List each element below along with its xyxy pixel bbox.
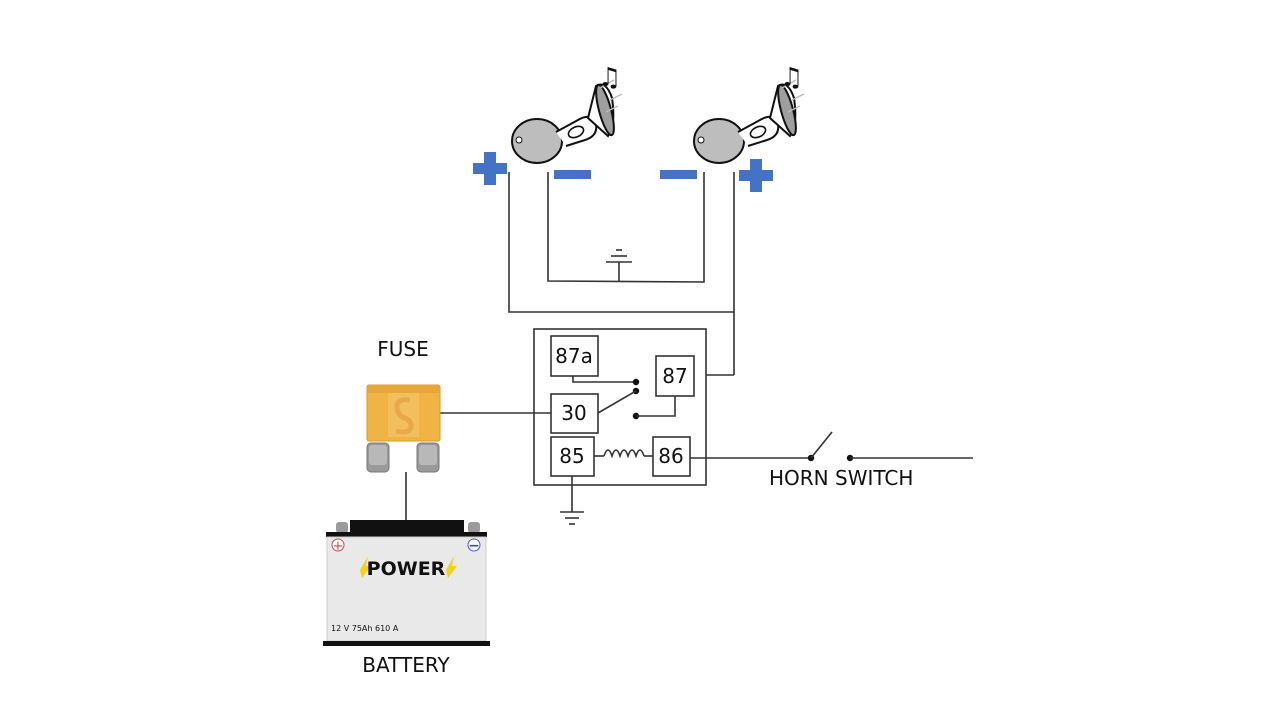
plus-icon-right-horn xyxy=(739,159,773,192)
horn-switch-lever xyxy=(810,431,833,459)
battery-positive-icon xyxy=(331,538,345,552)
music-note-icon-left: ♫ xyxy=(598,63,621,93)
battery-label: BATTERY xyxy=(362,653,450,677)
relay-terminal-87-label: 87 xyxy=(662,364,687,388)
ground-icon-horns xyxy=(606,249,632,263)
relay-terminal-86-label: 86 xyxy=(658,444,683,468)
horn-icon-left xyxy=(511,79,623,164)
switch-arm xyxy=(597,390,637,414)
music-note-icon-right: ♫ xyxy=(780,63,803,93)
battery-icon xyxy=(323,520,490,646)
relay-terminal-87a xyxy=(550,335,599,377)
wire-87a-contact xyxy=(572,376,636,383)
horn-switch-label: HORN SWITCH xyxy=(769,466,913,490)
relay-terminal-87a-label: 87a xyxy=(555,344,593,368)
relay-terminal-85 xyxy=(550,436,595,477)
plus-icon-left-horn xyxy=(473,152,507,185)
ground-icon-relay xyxy=(560,511,584,525)
relay-terminal-85-label: 85 xyxy=(559,444,584,468)
battery-brand: POWER xyxy=(367,558,446,580)
wire-horn-negative xyxy=(547,172,705,283)
fuse-icon xyxy=(366,384,441,473)
relay-terminal-30-label: 30 xyxy=(561,401,586,425)
fuse-label: FUSE xyxy=(377,337,428,361)
battery-negative-icon xyxy=(467,538,481,552)
relay-coil-icon xyxy=(603,449,645,459)
battery-negative-symbol: − xyxy=(468,538,480,554)
horn-icon-right xyxy=(693,79,805,164)
relay-terminal-30 xyxy=(550,393,599,434)
minus-icon-left-horn xyxy=(554,170,591,179)
wire-87-contact xyxy=(636,396,676,417)
battery-positive-symbol: + xyxy=(333,539,344,554)
wire-horn-positive xyxy=(508,172,735,313)
contact-87a-dot xyxy=(632,378,640,386)
battery-specs: 12 V 75Ah 610 A xyxy=(331,624,399,633)
minus-icon-right-horn xyxy=(660,170,697,179)
